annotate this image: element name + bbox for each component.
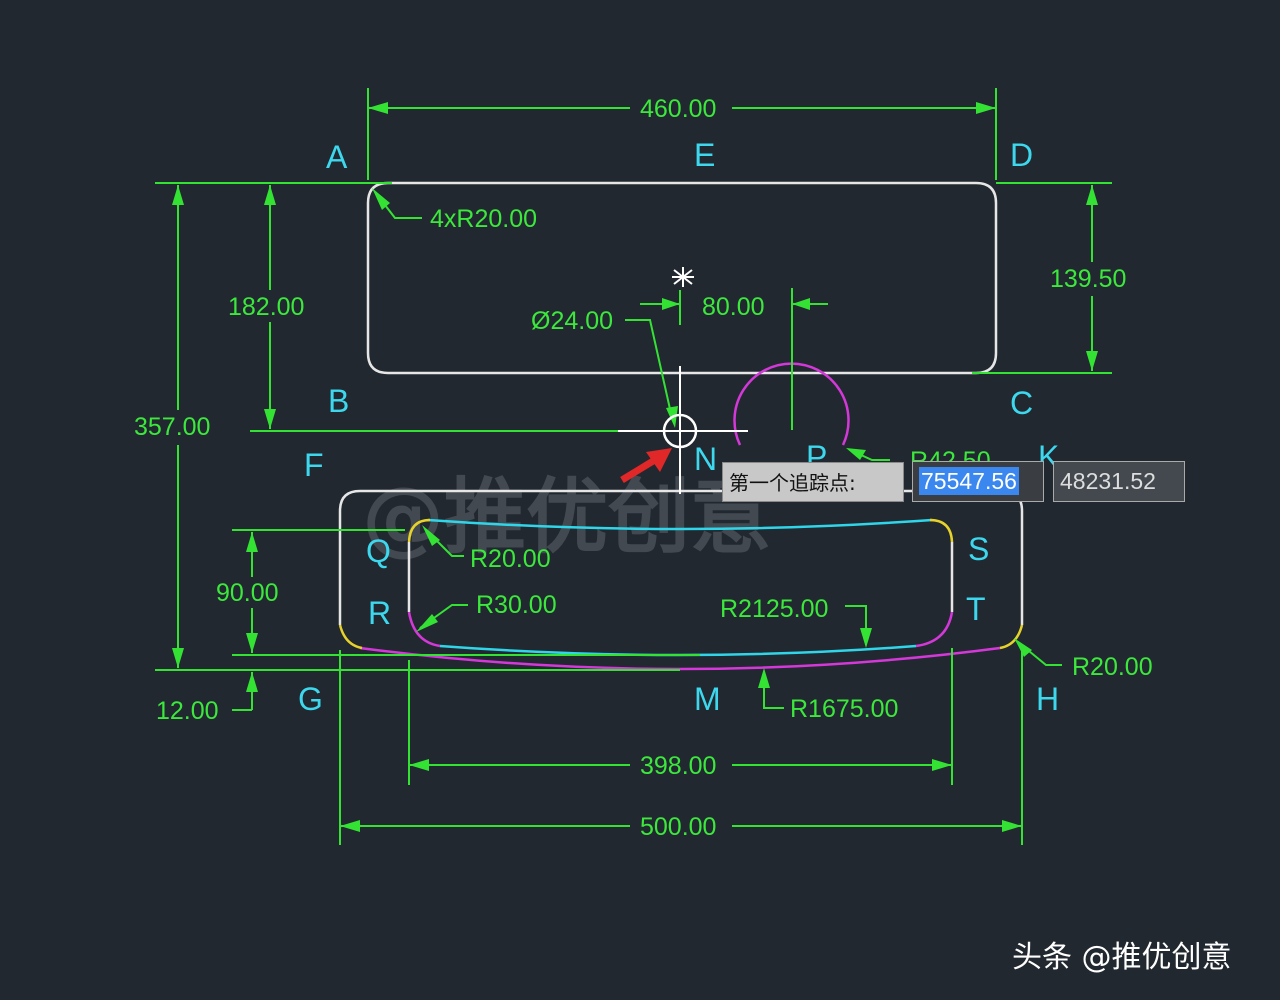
outer-bottom-arc[interactable] bbox=[359, 646, 1001, 671]
dim-overall-height: 357.00 bbox=[134, 413, 210, 441]
inner-top-left-fillet[interactable] bbox=[407, 518, 431, 543]
dim-inner-width: 398.00 bbox=[640, 752, 716, 780]
point-label-d: D bbox=[1010, 137, 1033, 173]
dim-inner-arc-radius: R2125.00 bbox=[720, 595, 828, 623]
inner-top-arc[interactable] bbox=[427, 518, 933, 531]
tracking-prompt-tooltip: 第一个追踪点: bbox=[722, 462, 904, 502]
dim-corner-radius: 4xR20.00 bbox=[430, 205, 537, 233]
dim-inner-bottom-radius: R30.00 bbox=[476, 591, 557, 619]
red-pointer-arrow-icon bbox=[620, 448, 672, 483]
dim-hole-offset: 80.00 bbox=[702, 293, 765, 321]
inner-top-right-fillet[interactable] bbox=[929, 518, 954, 543]
x-coordinate-value[interactable]: 75547.56 bbox=[919, 467, 1019, 495]
dim-outer-corner-radius: R20.00 bbox=[1072, 653, 1153, 681]
y-coordinate-input[interactable]: 48231.52 bbox=[1053, 461, 1185, 502]
point-label-e: E bbox=[694, 137, 715, 173]
point-label-a: A bbox=[326, 139, 348, 175]
point-label-g: G bbox=[298, 681, 323, 717]
x-coordinate-input[interactable]: 75547.56 bbox=[912, 461, 1044, 502]
dim-right-height: 139.50 bbox=[1050, 265, 1126, 293]
outer-left-fillet[interactable] bbox=[338, 624, 363, 650]
hole-circle[interactable] bbox=[662, 413, 698, 449]
dim-inner-top-radius: R20.00 bbox=[470, 545, 551, 573]
footer-watermark: 头条 @推优创意 bbox=[1012, 940, 1232, 975]
point-label-b: B bbox=[328, 383, 349, 419]
outer-right-fillet[interactable] bbox=[999, 624, 1024, 650]
inner-bottom-right-fillet[interactable] bbox=[915, 611, 954, 648]
point-label-n: N bbox=[694, 441, 717, 477]
point-label-q: Q bbox=[366, 533, 391, 569]
point-label-s: S bbox=[968, 531, 989, 567]
dim-top-width: 460.00 bbox=[640, 95, 716, 123]
dim-bottom-width: 500.00 bbox=[640, 813, 716, 841]
point-label-r: R bbox=[368, 595, 391, 631]
dim-bottom-offset: 12.00 bbox=[156, 697, 219, 725]
inner-bottom-arc[interactable] bbox=[439, 644, 917, 657]
point-label-m: M bbox=[694, 681, 721, 717]
dim-left-inner-height: 182.00 bbox=[228, 293, 304, 321]
point-label-h: H bbox=[1036, 681, 1059, 717]
dim-outer-arc-radius: R1675.00 bbox=[790, 695, 898, 723]
watermark-text: @推优创意 bbox=[362, 470, 772, 565]
dim-hole-diameter: Ø24.00 bbox=[531, 307, 613, 335]
inner-bottom-left-fillet[interactable] bbox=[407, 611, 441, 648]
point-label-f: F bbox=[304, 447, 324, 483]
dim-inner-height: 90.00 bbox=[216, 579, 279, 607]
snap-marker-icon bbox=[672, 267, 694, 287]
point-label-t: T bbox=[966, 591, 986, 627]
point-label-c: C bbox=[1010, 385, 1033, 421]
